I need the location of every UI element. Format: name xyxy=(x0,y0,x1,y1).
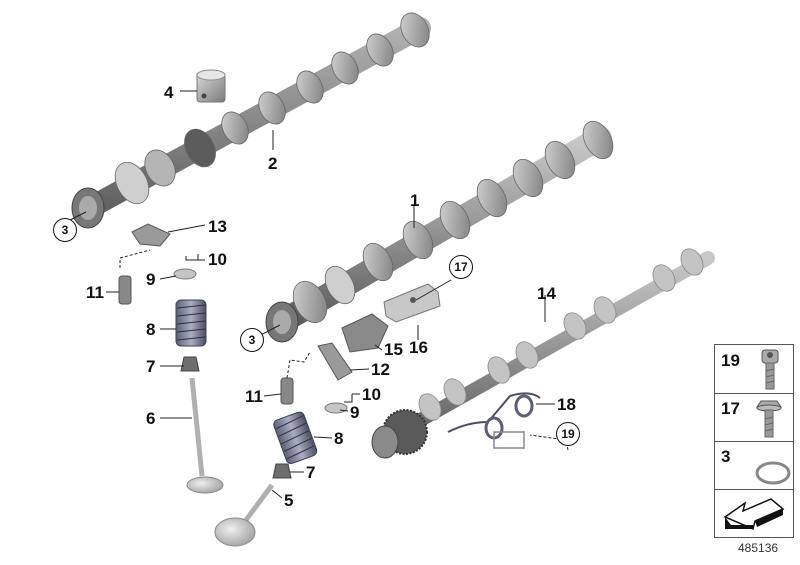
callout-5[interactable]: 5 xyxy=(284,491,294,510)
part-12-roller-rocker xyxy=(317,342,353,381)
callout-8[interactable]: 8 xyxy=(146,320,156,339)
legend-item-arrow[interactable] xyxy=(715,489,793,537)
callout-16[interactable]: 16 xyxy=(409,338,428,357)
callout-11[interactable]: 11 xyxy=(245,387,263,406)
callout-9[interactable]: 9 xyxy=(146,270,156,289)
legend-number: 3 xyxy=(721,447,731,466)
camshaft-14 xyxy=(371,248,715,459)
part-16-bracket xyxy=(383,283,441,323)
callout-13[interactable]: 13 xyxy=(208,217,227,236)
legend-item-17[interactable]: 17 xyxy=(715,393,793,442)
part-6-valve xyxy=(186,377,224,494)
legend-item-3[interactable]: 3 xyxy=(715,441,793,490)
callout-1[interactable]: 1 xyxy=(410,191,420,210)
callout-3-circled[interactable]: 3 xyxy=(53,218,77,242)
callout-7[interactable]: 7 xyxy=(146,357,156,376)
callout-9[interactable]: 9 xyxy=(350,403,360,422)
part-4-bucket-tappet xyxy=(196,69,226,103)
part-5-valve xyxy=(214,483,275,547)
part-7-valve-stem-seal xyxy=(180,356,292,479)
part-13-roller-rocker xyxy=(131,223,171,247)
callout-14[interactable]: 14 xyxy=(537,284,556,303)
part-18-torsion-spring xyxy=(447,392,541,449)
camshaft-1 xyxy=(265,120,614,343)
legend-item-19[interactable]: 19 xyxy=(715,345,793,394)
part-11-hydraulic-lash-adjuster xyxy=(118,275,294,405)
callout-10[interactable]: 10 xyxy=(362,385,381,404)
part-15-intermediate-lever xyxy=(341,313,389,353)
direction-arrow-icon xyxy=(723,498,785,531)
flange-bolt-icon xyxy=(756,400,782,438)
o-ring-icon xyxy=(755,461,791,485)
callout-17-circled[interactable]: 17 xyxy=(449,255,473,279)
part-8-valve-spring xyxy=(175,299,318,464)
socket-head-screw-icon xyxy=(761,349,779,390)
callout-8[interactable]: 8 xyxy=(334,429,344,448)
callout-6[interactable]: 6 xyxy=(146,409,156,428)
callout-7[interactable]: 7 xyxy=(306,463,316,482)
callout-15[interactable]: 15 xyxy=(384,340,403,359)
parts-legend: 19 17 3 xyxy=(714,344,794,538)
callout-12[interactable]: 12 xyxy=(371,360,390,379)
camshaft-2 xyxy=(71,12,431,229)
legend-number: 19 xyxy=(721,351,740,370)
callout-4[interactable]: 4 xyxy=(164,83,174,102)
image-number: 485136 xyxy=(738,541,779,555)
part-9-spring-retainer xyxy=(173,268,348,414)
callout-19-circled[interactable]: 19 xyxy=(556,422,580,446)
callout-2[interactable]: 2 xyxy=(268,154,278,173)
callout-18[interactable]: 18 xyxy=(557,395,576,414)
callout-10[interactable]: 10 xyxy=(208,250,227,269)
callout-11[interactable]: 11 xyxy=(86,283,104,302)
callout-3-circled[interactable]: 3 xyxy=(240,328,264,352)
legend-number: 17 xyxy=(721,399,740,418)
